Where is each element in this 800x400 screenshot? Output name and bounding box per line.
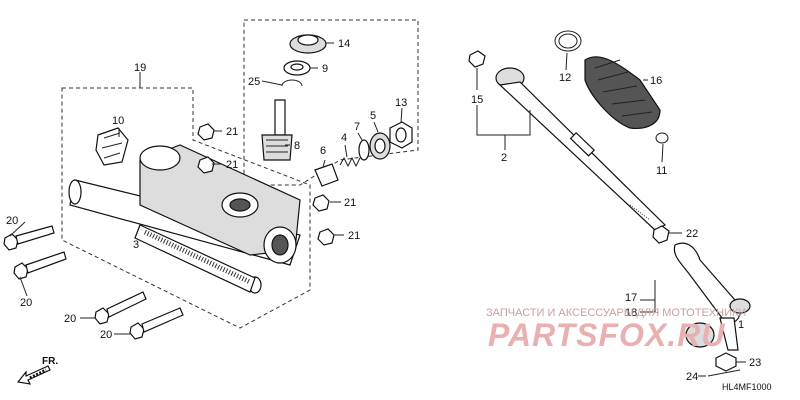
nut-22 bbox=[652, 225, 670, 244]
nut-15 bbox=[468, 50, 486, 68]
adjuster-5 bbox=[369, 132, 391, 160]
diagram-code: HL4MF1000 bbox=[722, 382, 772, 392]
callout-15: 15 bbox=[471, 94, 483, 106]
boot-16 bbox=[584, 56, 661, 130]
callout-16: 16 bbox=[650, 75, 662, 87]
nut-21-d bbox=[317, 228, 335, 246]
callout-13: 13 bbox=[395, 97, 407, 109]
callout-20-d: 20 bbox=[100, 329, 112, 341]
callout-21-b: 21 bbox=[226, 159, 238, 171]
callout-8: 8 bbox=[294, 140, 300, 152]
callout-3: 3 bbox=[133, 239, 139, 251]
snap-ring-25 bbox=[281, 79, 303, 87]
callout-20-a: 20 bbox=[6, 215, 18, 227]
callout-2: 2 bbox=[501, 152, 507, 164]
clip-11 bbox=[655, 132, 669, 144]
callout-21-c: 21 bbox=[344, 197, 356, 209]
clamp-12 bbox=[554, 30, 582, 52]
callout-21-a: 21 bbox=[226, 126, 238, 138]
callout-6: 6 bbox=[320, 145, 326, 157]
callout-22: 22 bbox=[686, 228, 698, 240]
leader-lines bbox=[9, 42, 746, 377]
rack-bar bbox=[134, 224, 256, 293]
rack-housing bbox=[68, 144, 301, 294]
callout-17: 17 bbox=[625, 292, 637, 304]
clip-part-10 bbox=[95, 127, 129, 166]
callout-20-b: 20 bbox=[20, 297, 32, 309]
seal-9 bbox=[283, 60, 311, 76]
cap-14 bbox=[289, 34, 327, 54]
o-ring-7 bbox=[358, 139, 370, 161]
front-label: FR. bbox=[42, 356, 58, 367]
bolt-20-d bbox=[129, 307, 184, 340]
front-direction-arrow: FR. bbox=[16, 356, 58, 385]
callout-5: 5 bbox=[370, 110, 376, 122]
bolt-20-b bbox=[13, 251, 67, 280]
callout-10: 10 bbox=[112, 115, 124, 127]
callout-21-d: 21 bbox=[348, 230, 360, 242]
callout-7: 7 bbox=[354, 121, 360, 133]
callout-11: 11 bbox=[656, 165, 667, 177]
callout-24: 24 bbox=[686, 371, 698, 383]
bolt-20-a bbox=[3, 225, 55, 251]
tie-rod-end-17 bbox=[673, 242, 751, 351]
callout-9: 9 bbox=[322, 63, 328, 75]
callout-4: 4 bbox=[341, 132, 347, 144]
callout-20-c: 20 bbox=[64, 313, 76, 325]
bolt-20-c bbox=[94, 291, 147, 325]
group-box-19 bbox=[61, 87, 311, 329]
callout-14: 14 bbox=[338, 38, 350, 50]
nut-21-a bbox=[197, 123, 215, 141]
nut-21-b bbox=[197, 156, 215, 174]
callout-labels: 19 10 21 21 21 21 3 20 20 20 20 14 9 25 … bbox=[6, 38, 761, 383]
callout-12: 12 bbox=[559, 72, 571, 84]
cotter-pin-24 bbox=[707, 369, 741, 377]
callout-25: 25 bbox=[248, 76, 260, 88]
callout-19: 19 bbox=[134, 62, 146, 74]
watermark-brand: PARTSFOX.RU bbox=[488, 317, 725, 353]
nut-21-c bbox=[312, 194, 330, 212]
callout-1: 1 bbox=[738, 319, 744, 331]
locknut-13 bbox=[389, 121, 413, 149]
callout-18: 18 bbox=[625, 307, 637, 319]
watermark: ЗАПЧАСТИ И АКСЕССУАРЫ ДЛЯ МОТОТЕХНИКИ PA… bbox=[486, 307, 746, 353]
spring-4 bbox=[339, 156, 361, 168]
nut-23 bbox=[715, 352, 737, 372]
pinion-shaft-8 bbox=[261, 99, 293, 161]
watermark-caption: ЗАПЧАСТИ И АКСЕССУАРЫ ДЛЯ МОТОТЕХНИКИ bbox=[486, 307, 746, 319]
callout-23: 23 bbox=[749, 357, 761, 369]
rack-guide-6 bbox=[314, 163, 339, 187]
tie-rod-2 bbox=[495, 67, 667, 231]
